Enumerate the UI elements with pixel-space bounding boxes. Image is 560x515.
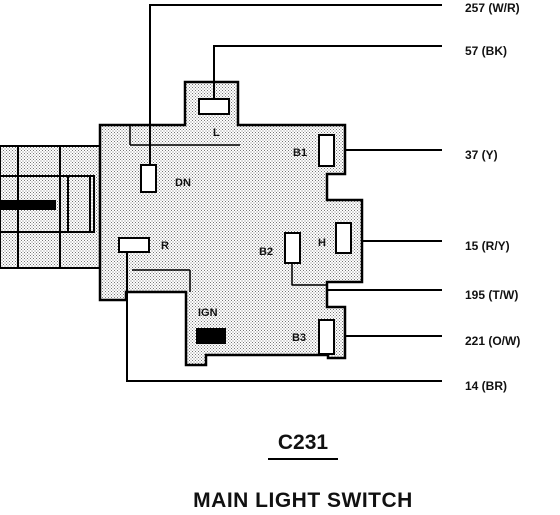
terminals	[118, 98, 352, 355]
terminal-r	[118, 237, 150, 253]
terminal-label-l: L	[213, 127, 220, 139]
terminal-l	[198, 98, 230, 115]
terminal-b3	[318, 319, 335, 355]
terminal-labels: L B1 DN R B2 H IGN B3	[161, 127, 326, 344]
terminal-label-dn: DN	[175, 177, 191, 189]
ign-block	[196, 328, 226, 344]
terminal-b1	[318, 134, 335, 167]
wire-labels: 257 (W/R) 57 (BK) 37 (Y) 15 (R/Y) 195 (T…	[465, 1, 520, 393]
terminal-label-r: R	[161, 240, 169, 252]
wire-label-57: 57 (BK)	[465, 44, 507, 58]
switch-body	[98, 80, 364, 367]
wire-lead-57	[213, 45, 442, 100]
terminal-label-ign: IGN	[198, 307, 218, 319]
terminal-b2	[284, 232, 301, 264]
terminal-label-b3: B3	[292, 332, 306, 344]
wire-leads	[126, 4, 442, 382]
terminal-label-b1: B1	[293, 147, 307, 159]
wire-label-257: 257 (W/R)	[465, 1, 520, 15]
harness-stub-inner-frame	[67, 175, 91, 233]
terminal-h	[335, 222, 352, 254]
wire-label-195: 195 (T/W)	[465, 288, 518, 302]
wire-label-37: 37 (Y)	[465, 148, 498, 162]
terminal-label-h: H	[318, 237, 326, 249]
wire-label-221: 221 (O/W)	[465, 334, 520, 348]
wire-label-15: 15 (R/Y)	[465, 239, 510, 253]
harness-stub-frame	[0, 175, 95, 233]
terminal-label-b2: B2	[259, 246, 273, 258]
wire-lead-14	[126, 245, 442, 382]
harness-stub	[0, 145, 101, 269]
harness-stub-bar	[0, 200, 56, 210]
wire-lead-257	[149, 4, 442, 165]
terminal-dn	[140, 164, 157, 193]
connector-id: C231	[278, 431, 329, 454]
switch-internal-outlines	[129, 125, 327, 292]
diagram-title: MAIN LIGHT SWITCH	[193, 489, 413, 510]
wire-label-14: 14 (BR)	[465, 379, 507, 393]
